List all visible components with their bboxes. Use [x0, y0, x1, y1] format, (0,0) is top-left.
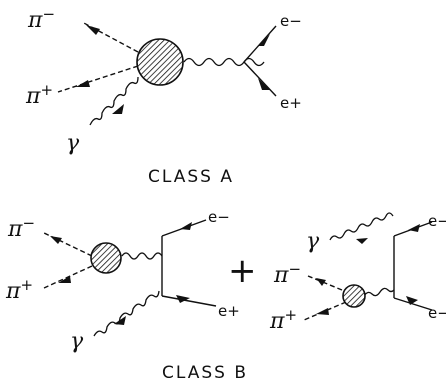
class-a-e-plus-arrow: [258, 78, 270, 90]
class-b-left-pi-minus-label: π−: [7, 214, 35, 242]
class-b-left-pi-plus-arrow: [58, 276, 71, 283]
class-b-right-e-minus-label: e−: [428, 212, 446, 230]
class-a-pi-plus-arrow: [76, 80, 90, 87]
class-a-gamma-label: γ: [66, 131, 80, 156]
class-b-right-pi-minus-arrow: [316, 278, 326, 286]
class-b-left-pi-plus-label: π+: [5, 276, 33, 304]
class-a-e-plus-label: e+: [280, 94, 302, 112]
class-b-right-pi-plus-arrow: [316, 308, 329, 315]
class-b-left-hadronic-blob: [90, 242, 122, 274]
class-b-left-gamma-photon-line: [93, 290, 160, 337]
class-b-right-gamma-label: γ: [306, 229, 320, 254]
class-b-right-pi-minus-label: π−: [273, 260, 301, 288]
class-b-left-e-plus-arrow: [176, 295, 190, 303]
class-a-e-minus-label: e−: [280, 12, 302, 30]
class-b-right-virtual-photon-line: [363, 287, 395, 297]
class-b-left-virtual-photon-line: [121, 252, 163, 260]
class-b-right-pi-plus-label: π+: [269, 306, 297, 334]
class-a-hadronic-blob: [136, 38, 184, 86]
class-a-gamma-photon-line: [89, 76, 139, 126]
class-a-virtual-photon-line: [183, 57, 265, 67]
plus-sign: +: [228, 251, 257, 291]
class-a-pi-minus-label: π−: [27, 5, 55, 33]
class-b-right-e-bottom-line: [393, 297, 433, 311]
class-a-gamma-arrow: [112, 104, 124, 114]
class-b-left-pi-minus-line: [41, 231, 93, 257]
class-b-left-e-minus-label: e−: [208, 208, 230, 226]
class-b-left-gamma-label: γ: [70, 329, 84, 354]
class-a-e-minus-arrow: [258, 34, 270, 46]
class-b-caption: CLASS B: [162, 363, 248, 383]
class-b-right-diagram: γ π− π+ e− e−: [269, 212, 446, 334]
class-b-left-pi-plus-line: [43, 265, 93, 289]
class-a-pi-plus-label: π+: [25, 81, 53, 109]
class-a-e-plus-line: [243, 61, 277, 97]
class-b-right-pi-minus-line: [307, 275, 343, 291]
class-b-right-gamma-arrow: [356, 238, 368, 244]
class-b-left-gamma-arrow: [114, 316, 126, 325]
class-a-pi-plus-line: [57, 65, 139, 93]
class-b-right-e-minus-arrow: [408, 224, 420, 232]
class-b-left-e-plus-line: [161, 295, 217, 307]
class-b-left-diagram: π− π+ γ e− e+: [5, 208, 240, 354]
class-b-right-e-bottom-arrow: [406, 296, 418, 305]
class-b-left-e-minus-arrow: [180, 222, 192, 230]
class-b-right-gamma-photon-line: [329, 212, 394, 241]
class-a-diagram: π− π+ γ e− e+ CLASS A: [25, 5, 302, 187]
class-b-left-e-plus-label: e+: [218, 302, 240, 320]
class-b-right-hadronic-blob: [342, 284, 366, 308]
class-b-left-pi-minus-arrow: [50, 236, 62, 244]
class-a-caption: CLASS A: [148, 167, 234, 187]
class-a-pi-minus-arrow: [86, 25, 100, 35]
class-b-right-e-bottom-label: e−: [428, 304, 446, 322]
